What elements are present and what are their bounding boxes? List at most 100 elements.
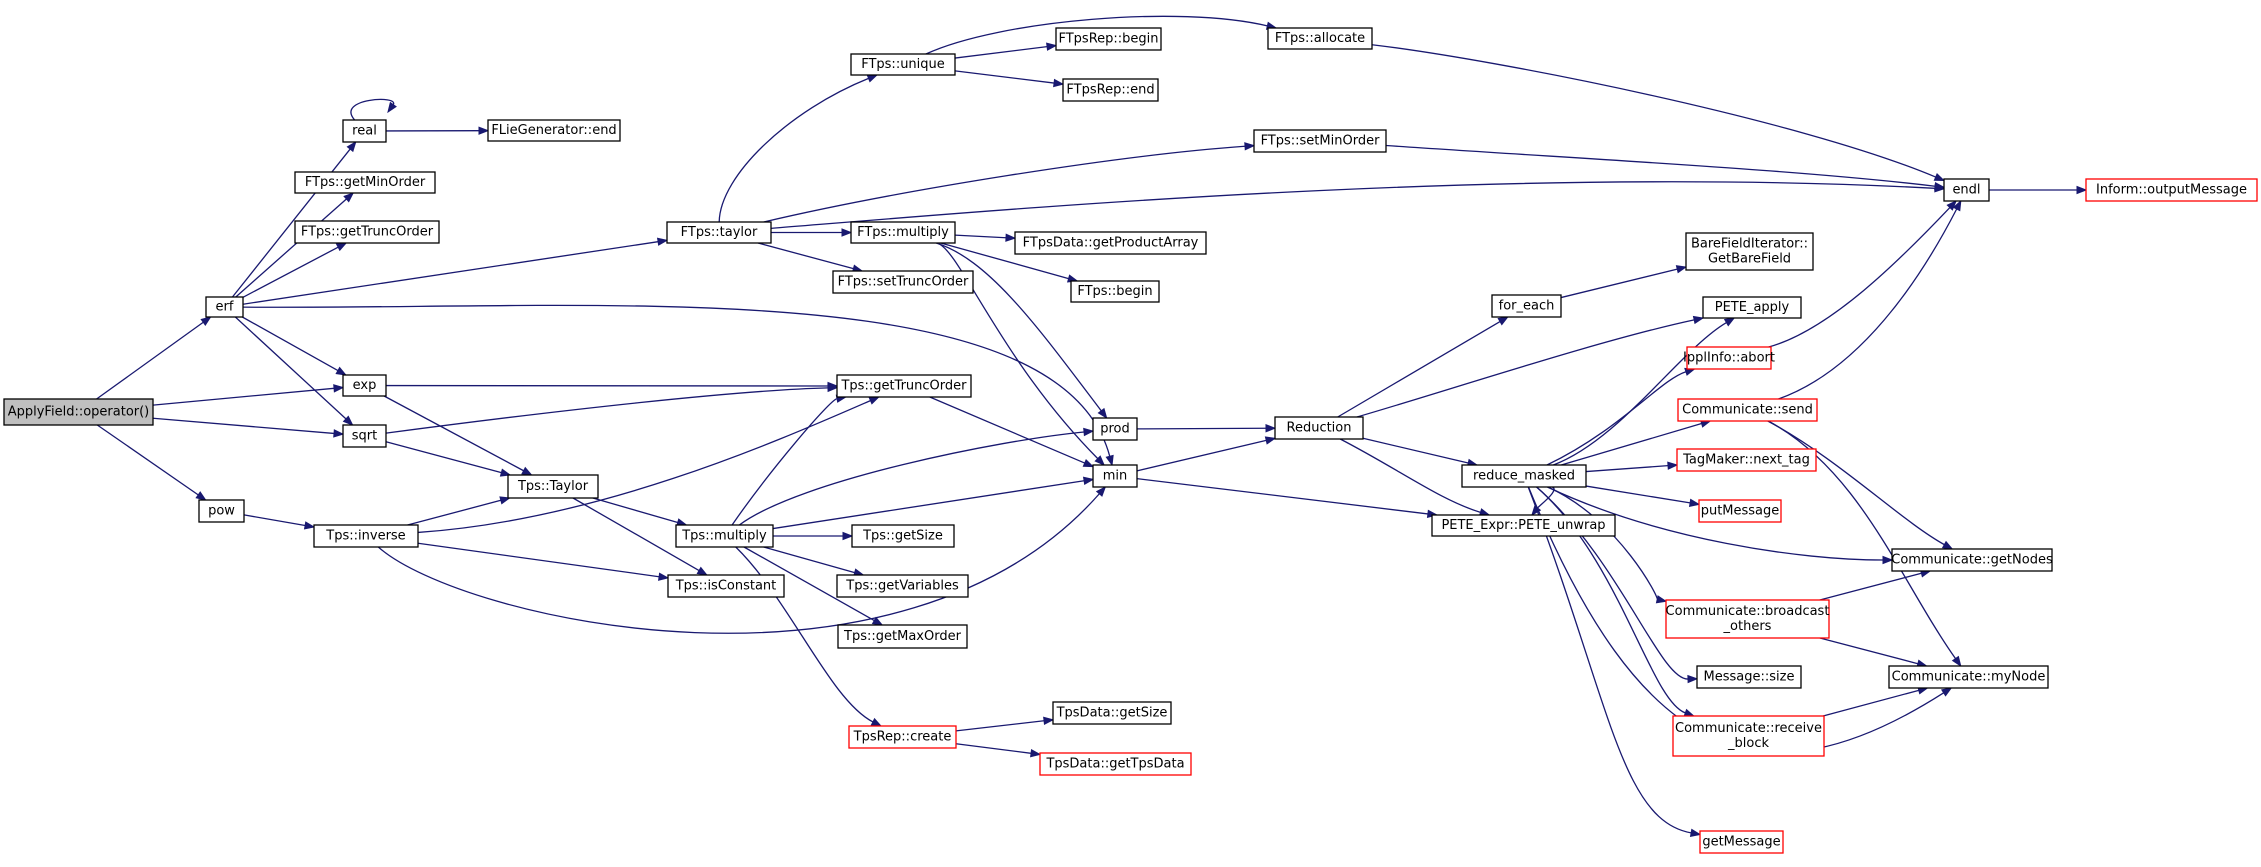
node-box[interactable] (313, 524, 419, 548)
node-box[interactable] (1070, 280, 1160, 303)
node-box[interactable] (2085, 178, 2258, 202)
node-getNodes[interactable]: Communicate::getNodes (1891, 548, 2053, 572)
node-box[interactable] (1685, 232, 1814, 271)
node-getProductArray[interactable]: FTpsData::getProductArray (1014, 231, 1207, 255)
node-box[interactable] (205, 296, 244, 318)
node-box[interactable] (836, 574, 969, 598)
node-root[interactable]: ApplyField::operator() (3, 398, 154, 426)
node-tpsDataGetTpsData[interactable]: TpsData::getTpsData (1039, 752, 1192, 776)
node-box[interactable] (1676, 448, 1817, 472)
node-box[interactable] (1062, 78, 1159, 102)
node-tpsGetTruncOrder[interactable]: Tps::getTruncOrder (836, 374, 972, 398)
node-box[interactable] (294, 220, 440, 244)
node-box[interactable] (1052, 701, 1172, 725)
node-nextTag[interactable]: TagMaker::next_tag (1676, 448, 1817, 472)
node-box[interactable] (1039, 752, 1192, 776)
node-ftpsRepBegin[interactable]: FTpsRep::begin (1055, 27, 1162, 51)
node-box[interactable] (832, 270, 974, 294)
node-box[interactable] (675, 524, 774, 548)
node-box[interactable] (1696, 665, 1802, 689)
node-box[interactable] (1491, 294, 1562, 318)
node-getMessage[interactable]: getMessage (1699, 830, 1784, 854)
node-box[interactable] (342, 424, 387, 448)
node-box[interactable] (1092, 464, 1138, 488)
node-forEach[interactable]: for_each (1491, 294, 1562, 318)
node-setTruncOrder[interactable]: FTps::setTruncOrder (832, 270, 974, 294)
node-getMinOrder[interactable]: FTps::getMinOrder (294, 171, 436, 194)
node-box[interactable] (1698, 499, 1782, 523)
node-ftpsBegin[interactable]: FTps::begin (1070, 280, 1160, 303)
node-tpsGetVariables[interactable]: Tps::getVariables (836, 574, 969, 598)
node-box[interactable] (1891, 548, 2053, 572)
node-ipplAbort[interactable]: IpplInfo::abort (1683, 346, 1775, 370)
node-ftpsMultiply[interactable]: FTps::multiply (850, 221, 956, 244)
node-ftpsAllocate[interactable]: FTps::allocate (1267, 27, 1373, 50)
node-endl[interactable]: endl (1943, 178, 1990, 202)
node-tpsGetMaxOrder[interactable]: Tps::getMaxOrder (837, 624, 968, 649)
node-box[interactable] (1672, 715, 1825, 757)
node-box[interactable] (1677, 398, 1818, 422)
node-exp[interactable]: exp (342, 374, 387, 397)
node-min[interactable]: min (1092, 464, 1138, 488)
node-erf[interactable]: erf (205, 296, 244, 318)
node-box[interactable] (507, 474, 599, 499)
node-box[interactable] (1092, 417, 1138, 441)
node-tpsRepCreate[interactable]: TpsRep::create (848, 725, 957, 749)
node-box[interactable] (1943, 178, 1990, 202)
node-tpsMultiply[interactable]: Tps::multiply (675, 524, 774, 548)
node-box[interactable] (3, 398, 154, 426)
node-box[interactable] (294, 171, 436, 194)
node-box[interactable] (851, 524, 955, 548)
node-box[interactable] (850, 53, 956, 76)
node-box[interactable] (1014, 231, 1207, 255)
node-tpsIsConstant[interactable]: Tps::isConstant (667, 574, 785, 598)
node-box[interactable] (1055, 27, 1162, 51)
node-myNode[interactable]: Communicate::myNode (1888, 665, 2049, 689)
node-box[interactable] (342, 374, 387, 397)
node-box[interactable] (836, 374, 972, 398)
node-box[interactable] (1665, 599, 1830, 639)
node-box[interactable] (837, 624, 968, 649)
node-putMessage[interactable]: putMessage (1698, 499, 1782, 523)
node-ftpsUnique[interactable]: FTps::unique (850, 53, 956, 76)
node-real[interactable]: real (342, 119, 387, 143)
node-getTruncOrder[interactable]: FTps::getTruncOrder (294, 220, 440, 244)
node-ftpsTaylor[interactable]: FTps::taylor (666, 221, 772, 244)
node-box[interactable] (1888, 665, 2049, 689)
node-box[interactable] (666, 221, 772, 244)
node-box[interactable] (342, 119, 387, 143)
node-peteApply[interactable]: PETE_apply (1702, 296, 1802, 319)
node-box[interactable] (487, 119, 621, 142)
node-box[interactable] (1461, 464, 1587, 488)
node-commBroadcast[interactable]: Communicate::broadcast_others (1665, 599, 1830, 639)
node-outputMessage[interactable]: Inform::outputMessage (2085, 178, 2258, 202)
node-box[interactable] (1699, 830, 1784, 854)
node-box[interactable] (1686, 346, 1772, 370)
node-box[interactable] (1431, 514, 1616, 537)
node-sqrt[interactable]: sqrt (342, 424, 387, 448)
node-flieEnd[interactable]: FLieGenerator::end (487, 119, 621, 142)
node-box[interactable] (667, 574, 785, 598)
node-peteUnwrap[interactable]: PETE_Expr::PETE_unwrap (1431, 514, 1616, 537)
node-ftpsRepEnd[interactable]: FTpsRep::end (1062, 78, 1159, 102)
node-bareField[interactable]: BareFieldIterator::GetBareField (1685, 232, 1814, 271)
node-reduceMasked[interactable]: reduce_masked (1461, 464, 1587, 488)
node-box[interactable] (198, 499, 245, 523)
node-pow[interactable]: pow (198, 499, 245, 523)
node-box[interactable] (1253, 129, 1387, 153)
node-reduction[interactable]: Reduction (1274, 416, 1364, 440)
node-tpsTaylor[interactable]: Tps::Taylor (507, 474, 599, 499)
node-box[interactable] (1702, 296, 1802, 319)
node-box[interactable] (1267, 27, 1373, 50)
node-tpsGetSize[interactable]: Tps::getSize (851, 524, 955, 548)
node-commSend[interactable]: Communicate::send (1677, 398, 1818, 422)
node-box[interactable] (848, 725, 957, 749)
node-prod[interactable]: prod (1092, 417, 1138, 441)
node-messageSize[interactable]: Message::size (1696, 665, 1802, 689)
node-ftpsSetMinOrder[interactable]: FTps::setMinOrder (1253, 129, 1387, 153)
node-box[interactable] (850, 221, 956, 244)
node-tpsInverse[interactable]: Tps::inverse (313, 524, 419, 548)
node-tpsDataGetSize[interactable]: TpsData::getSize (1052, 701, 1172, 725)
node-box[interactable] (1274, 416, 1364, 440)
node-commReceive[interactable]: Communicate::receive_block (1672, 715, 1825, 757)
